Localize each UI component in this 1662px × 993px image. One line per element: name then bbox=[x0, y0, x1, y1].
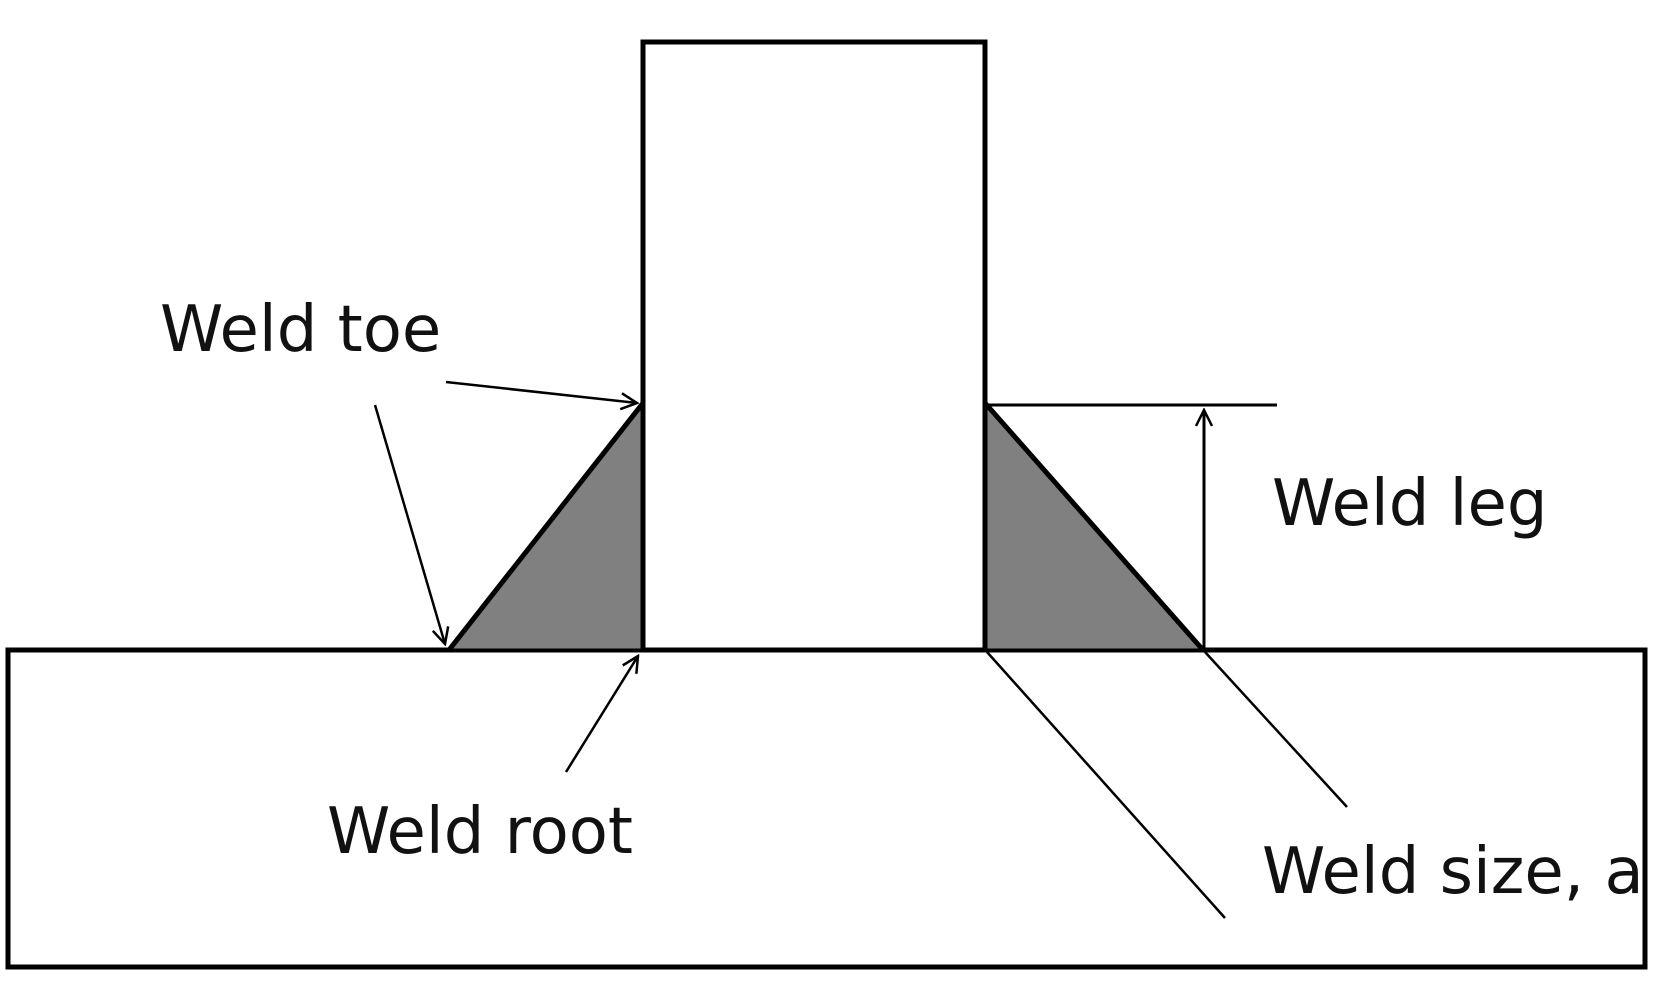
right-weld-face bbox=[983, 401, 1205, 652]
weld-root-arrow bbox=[564, 656, 638, 773]
weld-toe-label: Weld toe bbox=[160, 293, 442, 367]
web-plate bbox=[640, 39, 988, 653]
weld-size-line-inner bbox=[986, 651, 1226, 919]
weld-root-label: Weld root bbox=[327, 795, 633, 869]
left-weld-face bbox=[447, 401, 645, 652]
base-plate bbox=[5, 647, 1648, 970]
weld-leg-label: Weld leg bbox=[1272, 467, 1548, 541]
weld-toe-arrow-lower bbox=[373, 404, 445, 644]
weld-size-label: Weld size, a bbox=[1262, 835, 1644, 909]
weld-toe-arrow-upper bbox=[445, 380, 637, 403]
weld-size-line-outer bbox=[1204, 651, 1348, 808]
